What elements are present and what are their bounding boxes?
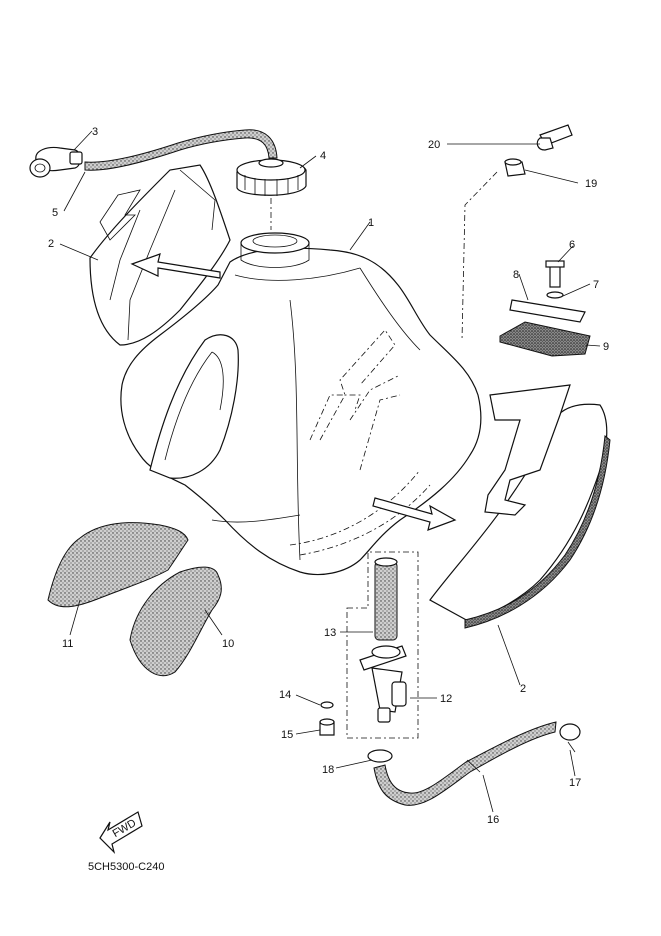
side-cover-10 — [129, 566, 222, 677]
callout-10: 10 — [222, 638, 234, 650]
callout-19: 19 — [585, 178, 597, 190]
collar-19 — [504, 158, 526, 177]
bracket-8 — [509, 299, 586, 323]
fuel-tank — [120, 232, 482, 576]
damper-9 — [499, 321, 591, 357]
leader-lines — [59, 130, 601, 813]
callout-14: 14 — [279, 689, 291, 701]
callout-2-right: 2 — [520, 683, 526, 695]
callout-20: 20 — [428, 139, 440, 151]
fuel-cap — [236, 158, 307, 230]
diagram-code: 5CH5300-C240 — [88, 861, 164, 873]
callout-4: 4 — [320, 150, 326, 162]
callout-15: 15 — [281, 729, 293, 741]
callout-18: 18 — [322, 764, 334, 776]
callout-8: 8 — [513, 269, 519, 281]
arrow-right-graphic — [372, 497, 457, 531]
callouts: 1 2 2 3 4 5 6 7 8 9 10 11 12 13 14 15 16… — [48, 126, 609, 826]
callout-16: 16 — [487, 814, 499, 826]
callout-3: 3 — [92, 126, 98, 138]
fuel-cock-frame — [346, 551, 419, 739]
washer-14 — [320, 701, 334, 709]
screw-15 — [319, 718, 335, 736]
callout-2-left: 2 — [48, 238, 54, 250]
callout-5: 5 — [52, 207, 58, 219]
graphic-right — [429, 384, 611, 629]
callout-12: 12 — [440, 693, 452, 705]
callout-11: 11 — [62, 638, 73, 650]
bolt-6 — [545, 260, 565, 288]
side-cover-11 — [47, 522, 189, 608]
callout-17: 17 — [569, 777, 581, 789]
hose-clip-18 — [367, 749, 393, 763]
callout-6: 6 — [569, 239, 575, 251]
tank-ttr-logo — [289, 329, 431, 556]
washer-7 — [546, 291, 564, 299]
callout-1: 1 — [368, 217, 374, 229]
fwd-arrow: FWD — [99, 811, 143, 854]
arrow-left-graphic — [130, 253, 221, 279]
hose-clip — [29, 146, 83, 178]
breather-hose — [84, 129, 278, 171]
callout-13: 13 — [324, 627, 336, 639]
fuel-hose — [373, 721, 557, 806]
callout-9: 9 — [603, 341, 609, 353]
callout-7: 7 — [593, 279, 599, 291]
hose-clip-17 — [559, 723, 581, 753]
bolt-20 — [536, 124, 573, 151]
fuel-cock — [359, 557, 407, 723]
